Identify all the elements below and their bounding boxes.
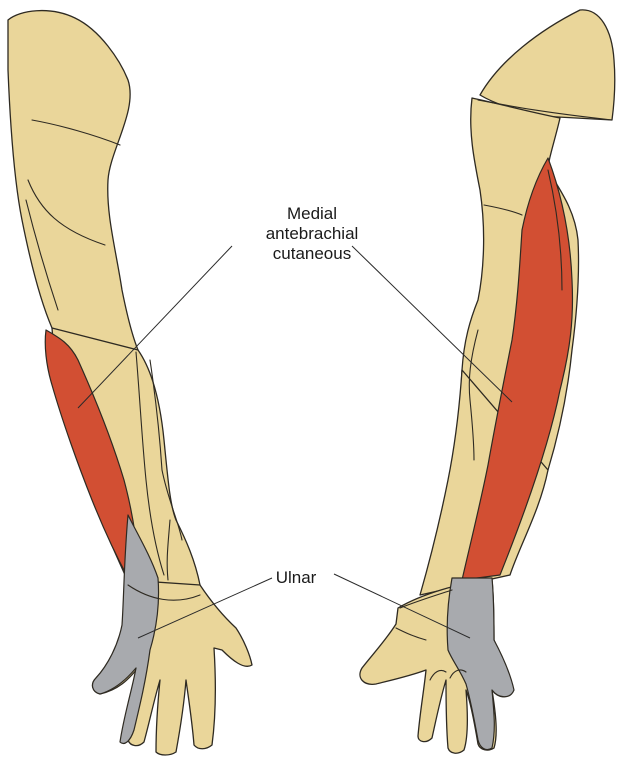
right-arm-crease-wrist — [399, 589, 453, 609]
left-arm — [7, 9, 253, 756]
left-arm-upper — [7, 9, 139, 351]
ulnar-label-text: Ulnar — [275, 568, 317, 587]
left-arm-ulnar-region — [91, 514, 160, 745]
leader-medial-right — [351, 245, 513, 403]
right-arm-shoulder — [479, 9, 616, 121]
ulnar-label: Ulnar — [256, 568, 336, 588]
medial-label-line-2: antebrachial — [265, 224, 359, 243]
right-arm-crease-upper — [483, 204, 523, 216]
right-arm-crease-lateral — [547, 169, 563, 291]
left-arm-crease-biceps — [27, 179, 106, 246]
leader-medial-left — [77, 245, 233, 409]
leader-ulnar-left — [137, 577, 273, 639]
medial-label-line-1: Medial — [286, 204, 338, 223]
left-arm-crease-forearm-lateral — [149, 359, 183, 541]
right-arm-crease-thumb — [395, 627, 427, 641]
left-arm-crease-shoulder — [31, 119, 121, 146]
right-arm-crease-forearm — [468, 329, 479, 461]
medial-label-line-3: cutaneous — [272, 244, 352, 263]
left-arm-crease-wrist — [166, 519, 171, 581]
medial-antebrachial-cutaneous-label: Medial antebrachial cutaneous — [222, 204, 402, 264]
right-arm-crease-fingers — [429, 669, 467, 681]
left-arm-crease-lateral — [25, 199, 59, 311]
right-arm — [359, 9, 616, 754]
left-arm-crease-palm — [127, 584, 201, 601]
right-arm-ulnar-region — [446, 577, 515, 751]
leader-ulnar-right — [333, 573, 471, 639]
leader-lines — [77, 245, 513, 639]
left-arm-crease-forearm — [135, 351, 165, 576]
right-arm-medial-antebrachial-region — [461, 157, 574, 581]
right-arm-crease-deltoid — [477, 99, 613, 121]
